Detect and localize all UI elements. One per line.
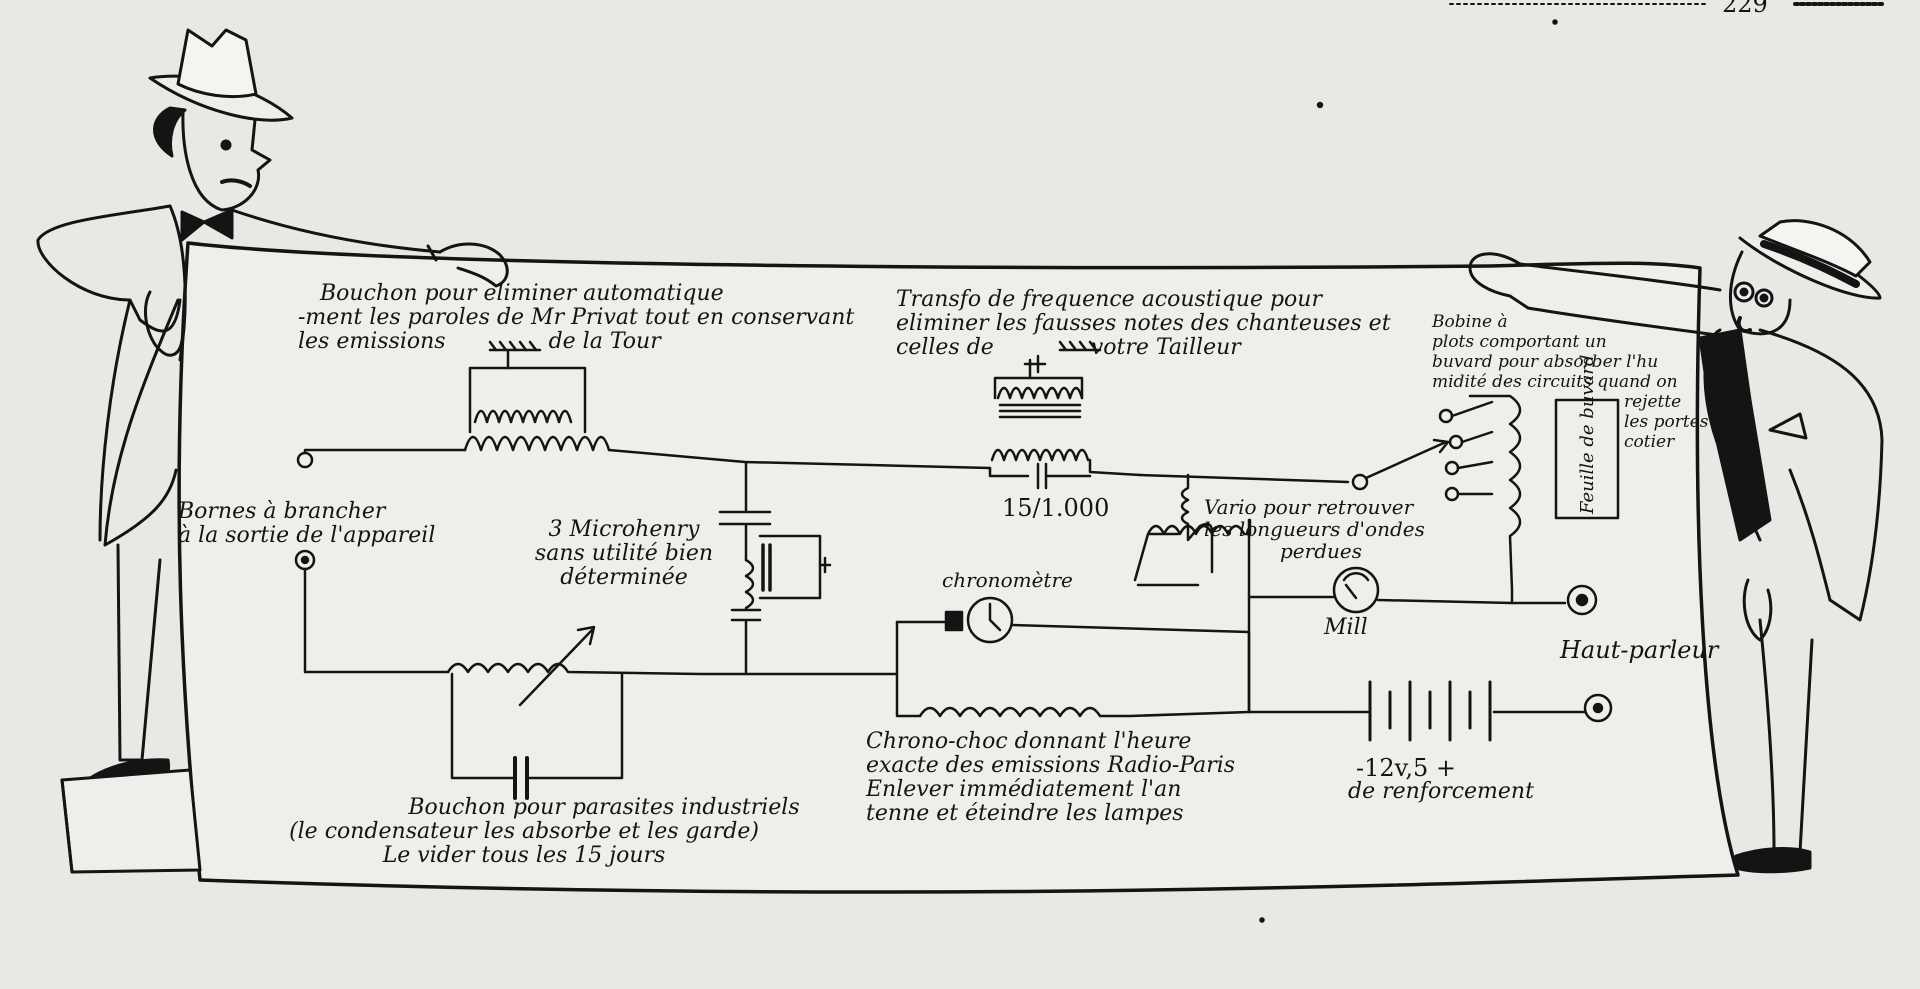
terminal-top-left — [296, 451, 314, 469]
label-line: midité des circuits quand on — [1432, 372, 1678, 392]
label-line: Transfo de frequence acoustique pour — [896, 287, 1322, 312]
label-line: eliminer les fausses notes des chanteuse… — [896, 311, 1391, 336]
label-line: Chrono-choc donnant l'heure — [866, 729, 1192, 754]
label-line: celles de votre Tailleur — [896, 336, 1391, 360]
label-line: -12v,5 + — [1356, 754, 1456, 782]
feuille-buvard-box — [1554, 398, 1620, 520]
right-man-figure — [1468, 219, 1884, 874]
label-line: sans utilité bien — [534, 541, 714, 566]
label-transfo: Transfo de frequence acoustique pour eli… — [896, 288, 1391, 360]
label-line: exacte des emissions Radio-Paris — [866, 753, 1236, 778]
bobine-coil — [1468, 394, 1522, 605]
left-man-figure — [36, 28, 509, 874]
label-chrono-choc: Chrono-choc donnant l'heure exacte des e… — [866, 730, 1235, 826]
label-line: Bouchon pour eliminer automatique — [320, 281, 724, 306]
label-line: plots comportant un — [1432, 332, 1607, 352]
label-line: à la sortie de l'appareil — [178, 523, 436, 548]
label-line: 3 Microhenry — [548, 517, 700, 542]
label-bobine: Bobine à plots comportant un buvard pour… — [1432, 312, 1709, 452]
label-ratio: 15/1.000 — [1002, 494, 1110, 522]
label-line: Enlever immédiatement l'an — [866, 777, 1182, 802]
label-line: cotier — [1624, 432, 1675, 452]
label-bouchon-parole: Bouchon pour eliminer automatique -ment … — [298, 282, 854, 354]
label-line: les emissions de la Tour — [298, 330, 854, 354]
label-fragment: de la Tour — [548, 329, 661, 354]
label-microhenry: 3 Microhenry sans utilité bien déterminé… — [534, 518, 714, 590]
label-line: Vario pour retrouver — [1204, 495, 1414, 519]
label-fragment: votre Tailleur — [1090, 335, 1241, 360]
label-line: tenne et éteindre les lampes — [866, 801, 1184, 826]
label-fragment: celles de — [896, 335, 994, 360]
label-batterie: -12v,5 + de renforcement — [1348, 756, 1534, 804]
label-vario: Vario pour retrouver les longueurs d'ond… — [1204, 496, 1425, 562]
label-line: les portes — [1624, 412, 1709, 432]
label-line: Le vider tous les 15 jours — [382, 843, 666, 868]
label-haut-parleur: Haut-parleur — [1560, 636, 1719, 664]
label-bouchon-parasites: Bouchon pour parasites industriels (le c… — [244, 796, 804, 868]
label-line: buvard pour absorber l'hu — [1432, 352, 1659, 372]
transfo-coils — [993, 376, 1084, 400]
label-line: Bobine à — [1432, 312, 1508, 332]
variable-resistor-arrow — [518, 628, 594, 707]
circuit-wiring — [294, 19, 1620, 923]
page-number: 229 — [1722, 0, 1768, 18]
label-line: rejette — [1624, 392, 1682, 412]
label-fragment: les emissions — [298, 329, 446, 354]
label-feuille-buvard: Feuille de buvard — [1577, 354, 1598, 514]
label-line: de renforcement — [1348, 779, 1534, 804]
milliammeter — [1332, 566, 1380, 614]
label-line: déterminée — [560, 565, 688, 590]
label-line: Bornes à brancher — [178, 499, 386, 524]
label-line: les longueurs d'ondes — [1204, 517, 1425, 541]
label-mill: Mill — [1324, 615, 1368, 640]
label-bornes: Bornes à brancher à la sortie de l'appar… — [178, 500, 435, 548]
vario-coil — [1180, 473, 1214, 574]
switch-pivot — [1351, 473, 1369, 491]
label-line: perdues — [1280, 539, 1362, 563]
label-line: -ment les paroles de Mr Privat tout en c… — [298, 305, 855, 330]
label-line: (le condensateur les absorbe et les gard… — [289, 819, 759, 844]
top-bouchon-inductor — [463, 435, 611, 452]
label-chronometre: chronomètre — [942, 568, 1073, 592]
label-line: Bouchon pour parasites industriels — [408, 795, 800, 820]
